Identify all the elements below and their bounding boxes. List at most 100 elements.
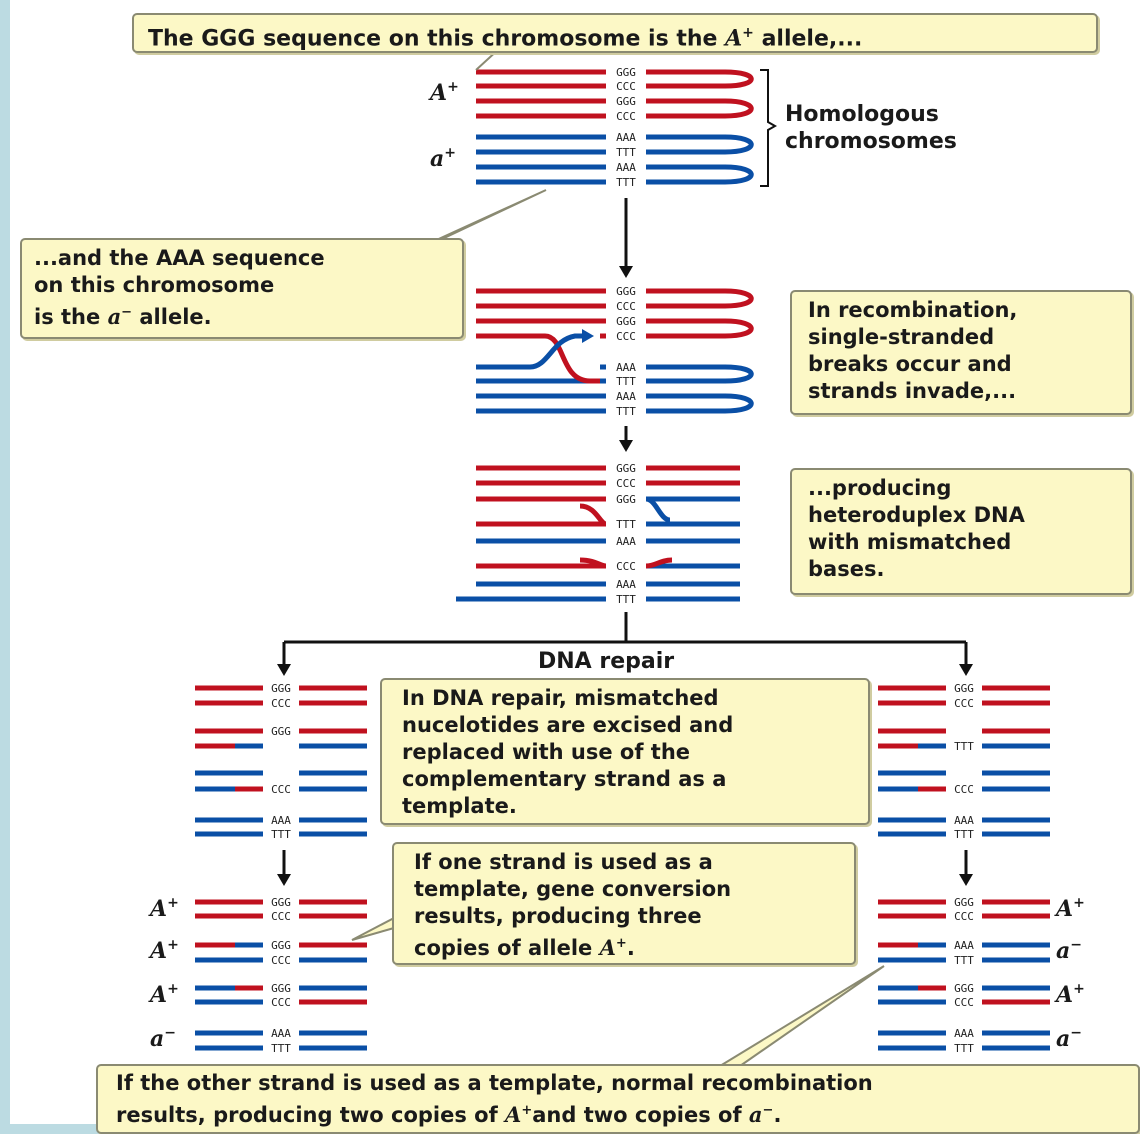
final-left-allele: A+ (148, 895, 179, 922)
repair-left-sequence: GGG (271, 725, 291, 738)
final-left-sequence: CCC (271, 910, 291, 923)
final-left-sequence: GGG (271, 896, 291, 909)
invasion-sequence: GGG (616, 285, 636, 298)
invasion-sequence: TTT (616, 405, 636, 418)
final-right-sequence: TTT (954, 954, 974, 967)
final-right-allele: A+ (1054, 981, 1085, 1008)
repair-left-sequence: CCC (271, 783, 291, 796)
top-sequence: TTT (616, 176, 636, 189)
final-left-sequence: TTT (271, 1042, 291, 1055)
pointer-conversion (351, 917, 395, 941)
heteroduplex-sequence: CCC (616, 477, 636, 490)
repair-right-sequence: TTT (954, 828, 974, 841)
callout-gene-conversion: If one strand is used as a template, gen… (392, 842, 856, 965)
final-left-sequence: GGG (271, 982, 291, 995)
arrow-right-final-head (959, 874, 973, 886)
callout-dna-repair: In DNA repair, mismatched nucelotides ar… (380, 678, 870, 825)
dna-repair-label: DNA repair (538, 649, 674, 674)
final-right-sequence: AAA (954, 939, 974, 952)
top-sequence: AAA (616, 161, 636, 174)
top-hairpin (724, 164, 754, 185)
invasion-sequence: AAA (616, 361, 636, 374)
homologous-label-line2: chromosomes (785, 129, 957, 154)
final-left-sequence: CCC (271, 996, 291, 1009)
top-hairpin (724, 98, 754, 119)
final-left-allele: a− (150, 1025, 176, 1052)
repair-right-sequence: AAA (954, 814, 974, 827)
final-right-sequence: TTT (954, 1042, 974, 1055)
callout-aaa: ...and the AAA sequence on this chromoso… (20, 238, 464, 339)
blue-crossover (529, 333, 588, 370)
invasion-sequence: TTT (616, 375, 636, 388)
arrow-right-repair-head (959, 664, 973, 676)
heteroduplex-bend (579, 503, 607, 527)
callout-heteroduplex: ...producing heteroduplex DNA with misma… (790, 468, 1132, 595)
final-left-allele: A+ (148, 937, 179, 964)
invasion-sequence: CCC (616, 330, 636, 343)
top-sequence: TTT (616, 146, 636, 159)
final-right-sequence: AAA (954, 1027, 974, 1040)
repair-left-sequence: GGG (271, 682, 291, 695)
allele-a-label: a+ (430, 145, 456, 172)
homologous-label-line1: Homologous (785, 102, 939, 127)
final-left-sequence: GGG (271, 939, 291, 952)
arrow-left-repair-head (277, 664, 291, 676)
final-left-sequence: CCC (271, 954, 291, 967)
heteroduplex-bend (645, 557, 673, 569)
arrow-left-final-head (277, 874, 291, 886)
repair-branch (284, 612, 966, 644)
invasion-sequence: AAA (616, 390, 636, 403)
final-right-allele: a− (1056, 937, 1082, 964)
arrow-to-invasion-head (619, 266, 633, 278)
pointer-normal (719, 965, 885, 1067)
repair-right-sequence: CCC (954, 697, 974, 710)
dna-strands (195, 69, 1050, 1051)
homologous-bracket (760, 69, 778, 187)
invasion-hairpin (724, 364, 754, 384)
invasion-hairpin (724, 288, 754, 309)
heteroduplex-bend (645, 496, 671, 523)
heteroduplex-sequence: CCC (616, 560, 636, 573)
arrow-to-heteroduplex-head (619, 440, 633, 452)
final-right-sequence: GGG (954, 896, 974, 909)
repair-left-sequence: TTT (271, 828, 291, 841)
repair-left-sequence: CCC (271, 697, 291, 710)
final-right-sequence: CCC (954, 910, 974, 923)
repair-right-sequence: GGG (954, 682, 974, 695)
final-right-allele: A+ (1054, 895, 1085, 922)
final-right-sequence: CCC (954, 996, 974, 1009)
heteroduplex-bend (579, 557, 607, 569)
final-left-allele: A+ (148, 981, 179, 1008)
heteroduplex-sequence: GGG (616, 462, 636, 475)
callout-top: The GGG sequence on this chromosome is t… (132, 13, 1098, 53)
top-hairpin (724, 134, 754, 155)
repair-right-sequence: TTT (954, 740, 974, 753)
invasion-hairpin (724, 318, 754, 339)
invasion-sequence: GGG (616, 315, 636, 328)
final-left-sequence: AAA (271, 1027, 291, 1040)
final-right-sequence: GGG (954, 982, 974, 995)
allele-A-label: A+ (428, 79, 459, 106)
red-crossover (544, 333, 600, 384)
repair-right-sequence: CCC (954, 783, 974, 796)
top-sequence: CCC (616, 110, 636, 123)
blue-invasion-arrowhead (582, 329, 594, 343)
diagram-labels: Homologous chromosomes DNA repair A+ a+ … (148, 66, 1085, 1055)
heteroduplex-sequence: GGG (616, 493, 636, 506)
heteroduplex-sequence: TTT (616, 518, 636, 531)
top-sequence: AAA (616, 131, 636, 144)
repair-left-sequence: AAA (271, 814, 291, 827)
pointer-aaa (431, 189, 547, 243)
top-sequence: CCC (616, 80, 636, 93)
callout-recombination: In recombination, single-stranded breaks… (790, 290, 1132, 415)
invasion-sequence: CCC (616, 300, 636, 313)
top-sequence: GGG (616, 66, 636, 79)
top-sequence: GGG (616, 95, 636, 108)
heteroduplex-sequence: AAA (616, 535, 636, 548)
heteroduplex-sequence: AAA (616, 578, 636, 591)
invasion-hairpin (724, 393, 754, 414)
final-right-allele: a− (1056, 1025, 1082, 1052)
top-hairpin (724, 69, 754, 89)
heteroduplex-sequence: TTT (616, 593, 636, 606)
